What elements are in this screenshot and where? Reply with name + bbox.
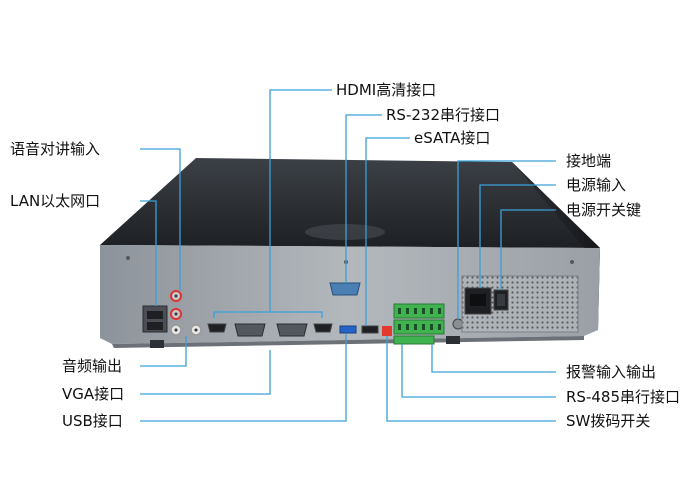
label-alarm: 报警输入输出 bbox=[566, 363, 657, 381]
screw bbox=[126, 256, 130, 260]
leader-lines bbox=[140, 89, 556, 422]
label-power-switch: 电源开关键 bbox=[566, 201, 642, 219]
usb-port bbox=[339, 325, 357, 334]
power-switch-rocker bbox=[497, 294, 505, 306]
label-esata: eSATA接口 bbox=[414, 129, 491, 147]
leader-alarm bbox=[431, 344, 556, 373]
leader-hdmi bbox=[269, 89, 332, 312]
leader-lan bbox=[140, 200, 157, 306]
leader-power-switch bbox=[500, 209, 556, 290]
label-rs485: RS-485串行接口 bbox=[566, 388, 680, 406]
terminal-screws bbox=[398, 308, 441, 330]
chassis-top-highlight bbox=[305, 224, 385, 240]
leader-sw bbox=[386, 336, 556, 422]
leader-power-in bbox=[479, 184, 556, 288]
leader-rs232 bbox=[345, 114, 382, 283]
label-audio-out: 音频输出 bbox=[62, 357, 123, 375]
rear-panel-bottom-edge bbox=[112, 336, 584, 348]
vga-port-1 bbox=[234, 323, 266, 337]
screw bbox=[570, 260, 574, 264]
esata-port bbox=[361, 325, 379, 334]
audio-out-jack-center bbox=[194, 328, 198, 332]
label-hdmi: HDMI高清接口 bbox=[336, 81, 437, 99]
leader-usb bbox=[140, 334, 347, 422]
lan-port-socket bbox=[147, 322, 163, 330]
foot bbox=[150, 340, 164, 348]
label-rs232: RS-232串行接口 bbox=[386, 106, 500, 124]
alarm-terminal-block bbox=[393, 303, 445, 319]
label-usb: USB接口 bbox=[62, 412, 123, 430]
audio-out-jack-center bbox=[174, 328, 178, 332]
foot bbox=[446, 336, 460, 344]
lan-port-socket bbox=[147, 311, 163, 319]
leader-audio-out bbox=[140, 336, 187, 367]
label-lan: LAN以太网口 bbox=[10, 192, 101, 210]
leader-rs485 bbox=[401, 344, 556, 398]
hdmi-port-1 bbox=[207, 323, 227, 333]
rs232-port bbox=[329, 282, 361, 296]
alarm-terminal-block bbox=[393, 335, 435, 345]
label-vga: VGA接口 bbox=[62, 385, 125, 403]
alarm-terminal-block bbox=[393, 319, 445, 335]
label-audio-in: 语音对讲输入 bbox=[10, 140, 101, 158]
audio-in-jack-center bbox=[174, 312, 178, 316]
label-ground: 接地端 bbox=[566, 152, 612, 170]
vga-port-2 bbox=[276, 323, 308, 337]
label-power-in: 电源输入 bbox=[566, 176, 627, 194]
label-sw: SW拨码开关 bbox=[566, 412, 651, 430]
hdmi-port-2 bbox=[313, 323, 333, 333]
leader-esata bbox=[365, 137, 410, 326]
leader-ground bbox=[457, 160, 556, 319]
leader-vga bbox=[140, 350, 271, 395]
leader-hdmi-bracket bbox=[213, 311, 323, 318]
sw-dip-switch bbox=[382, 326, 392, 336]
chassis-top bbox=[100, 158, 600, 248]
power-inlet-socket bbox=[470, 294, 486, 306]
audio-in-jack-center bbox=[174, 294, 178, 298]
leader-audio-in bbox=[140, 148, 181, 290]
